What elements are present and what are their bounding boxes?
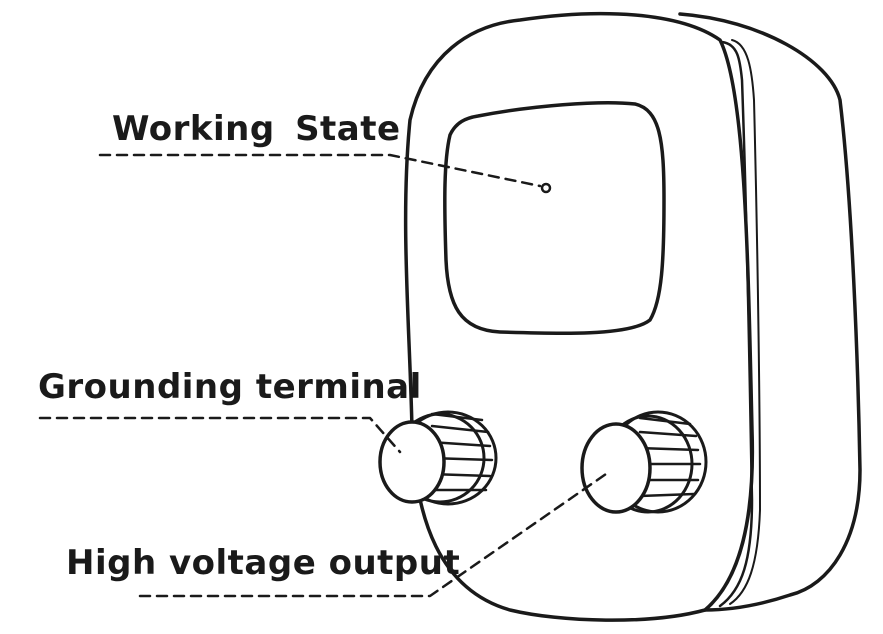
high-voltage-output-label: High voltage output (66, 543, 461, 583)
indicator-light (540, 182, 552, 194)
display-window (443, 101, 666, 336)
high-voltage-output-leader (138, 472, 608, 598)
working-state-leader (98, 153, 542, 188)
grounding-terminal-label: Grounding terminal (38, 367, 422, 407)
device-side-edge-2 (729, 39, 761, 605)
high-voltage-output-knob (580, 410, 708, 514)
device-body-side (678, 12, 862, 612)
device-body-front (403, 11, 755, 622)
device-side-edge (718, 40, 754, 608)
working-state-label: Working State (112, 109, 401, 149)
grounding-terminal-knob (378, 410, 498, 506)
grounding-terminal-leader (38, 416, 402, 454)
